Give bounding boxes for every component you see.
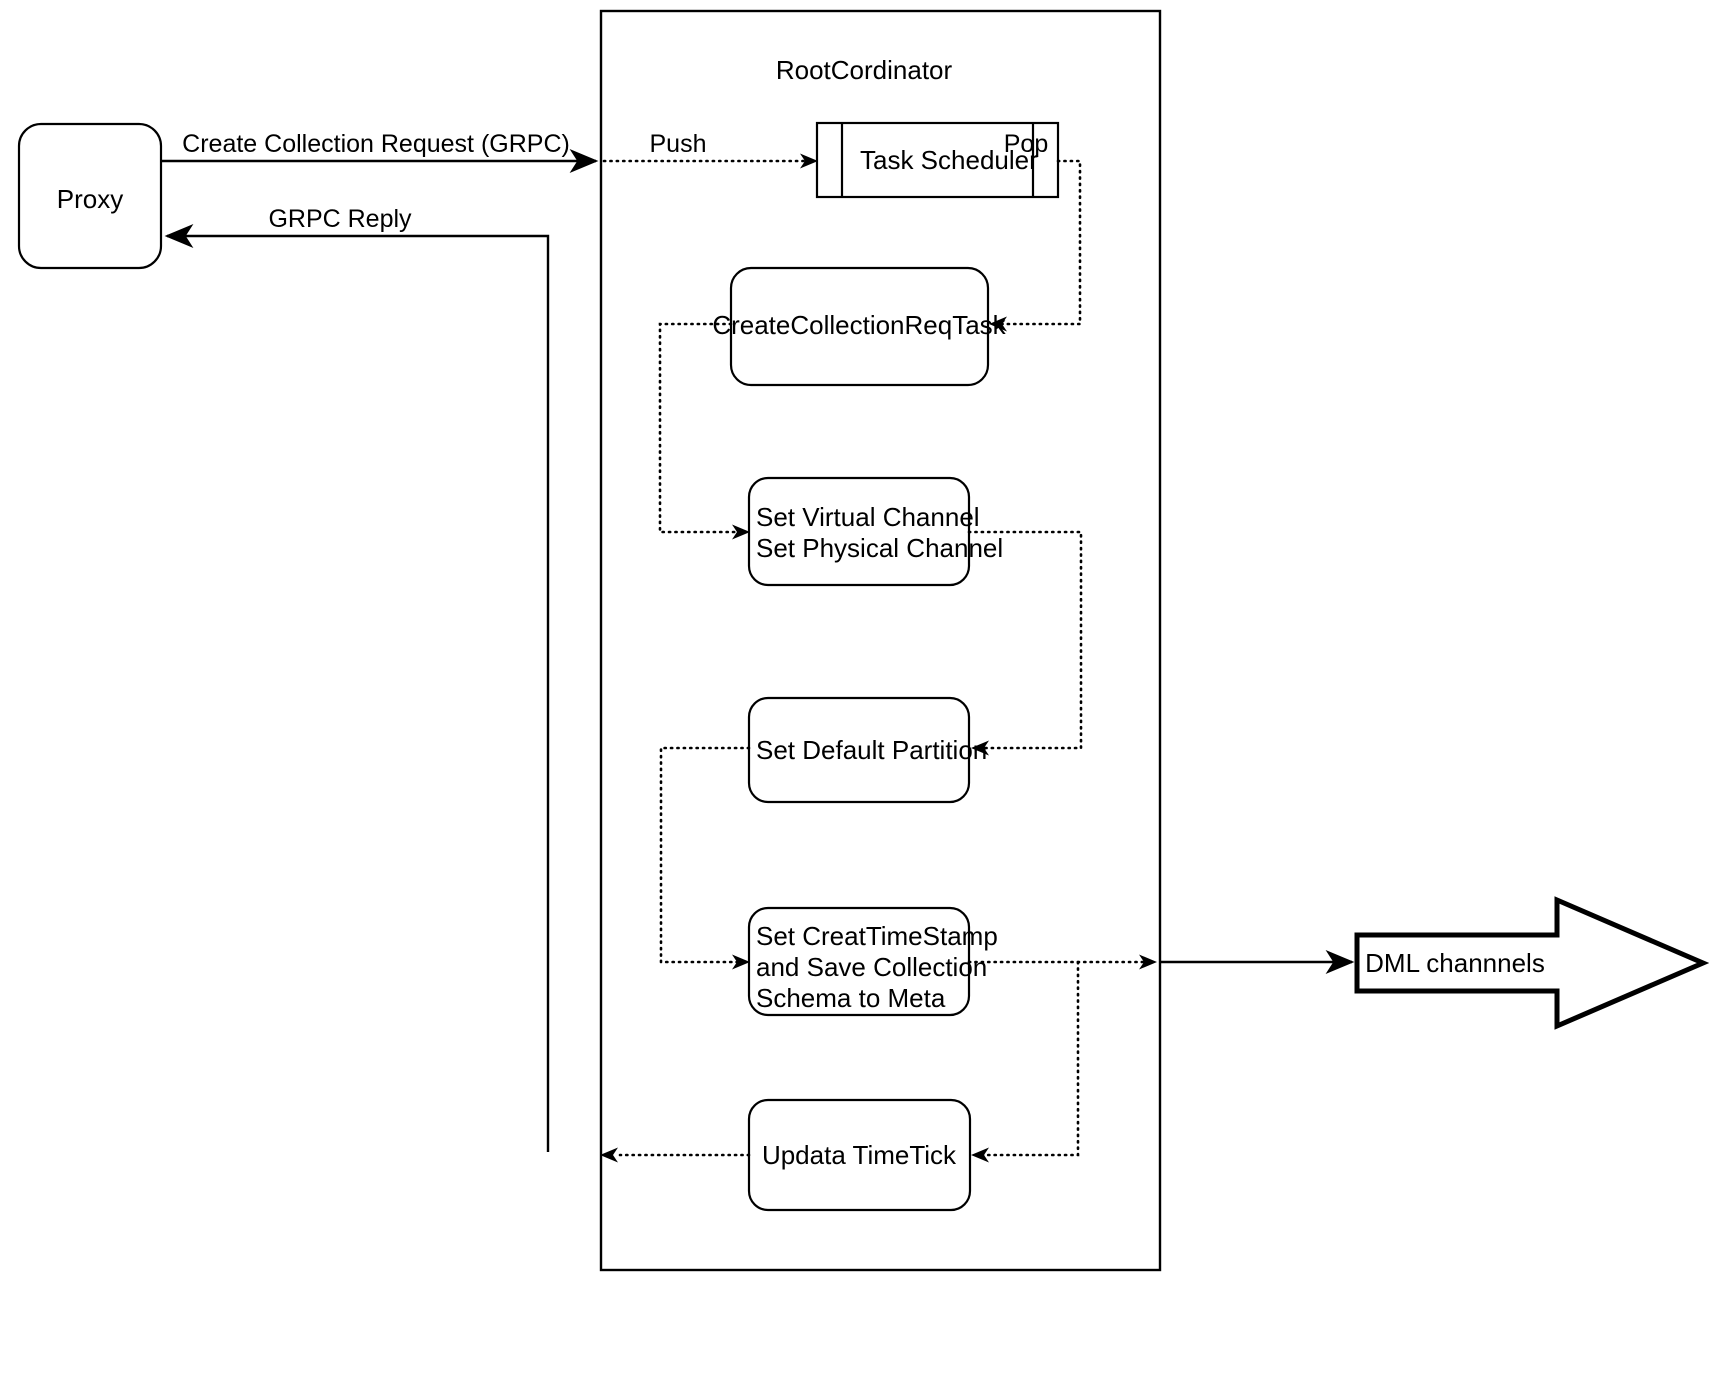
node-set-create-timestamp-label-line3: Schema to Meta: [756, 983, 946, 1013]
edge-pop-arrowhead: [989, 316, 1007, 332]
node-set-default-partition-label: Set Default Partition: [756, 735, 987, 765]
edge-push-arrowhead: [800, 153, 818, 169]
edge-timestamp-to-dml-arrowhead: [1139, 954, 1157, 970]
node-dml-channels-label: DML channnels: [1365, 948, 1545, 978]
node-set-channels-label-line2: Set Physical Channel: [756, 533, 1003, 563]
edge-pop-label: Pop: [1004, 130, 1048, 158]
edge-partition-to-timestamp-arrowhead: [732, 954, 750, 970]
edge-timestamp-to-timetick-arrowhead: [971, 1147, 989, 1163]
edge-channels-to-partition: [967, 530, 1083, 750]
node-dml-channels[interactable]: [1354, 896, 1709, 1030]
node-set-create-timestamp-label-line1: Set CreatTimeStamp: [756, 921, 998, 951]
node-proxy-label: Proxy: [57, 184, 123, 214]
edge-pop: [999, 159, 1082, 326]
node-proxy[interactable]: [17, 122, 163, 270]
node-set-channels-label-line1: Set Virtual Channel: [756, 502, 980, 532]
edge-timestamp-to-timetick: [981, 960, 1080, 1157]
edge-channels-to-partition-arrowhead: [971, 740, 989, 756]
edge-partition-to-timestamp: [659, 746, 751, 964]
node-task-scheduler[interactable]: [815, 121, 1060, 199]
edge-timetick-to-reply-arrowhead: [600, 1147, 618, 1163]
edge-push-label: Push: [650, 130, 707, 158]
node-create-collection-req-task[interactable]: [729, 266, 990, 387]
edge-task-to-channels-arrowhead: [732, 524, 750, 540]
node-task-scheduler-label: Task Scheduler: [860, 145, 1038, 175]
node-set-create-timestamp-label-line2: and Save Collection: [756, 952, 987, 982]
node-set-default-partition[interactable]: [747, 696, 971, 804]
edge-task-to-channels: [658, 322, 740, 534]
rootcordinator-title: RootCordinator: [776, 55, 953, 85]
edge-grpc-reply: [164, 224, 550, 1152]
edge-create-collection-request-label: Create Collection Request (GRPC): [182, 130, 570, 158]
node-updata-timetick-label: Updata TimeTick: [762, 1140, 957, 1170]
rootcordinator-container: [599, 9, 1162, 1272]
edge-grpc-reply-label: GRPC Reply: [268, 205, 412, 233]
node-create-collection-req-task-label: CreateCollectionReqTask: [712, 310, 1006, 340]
